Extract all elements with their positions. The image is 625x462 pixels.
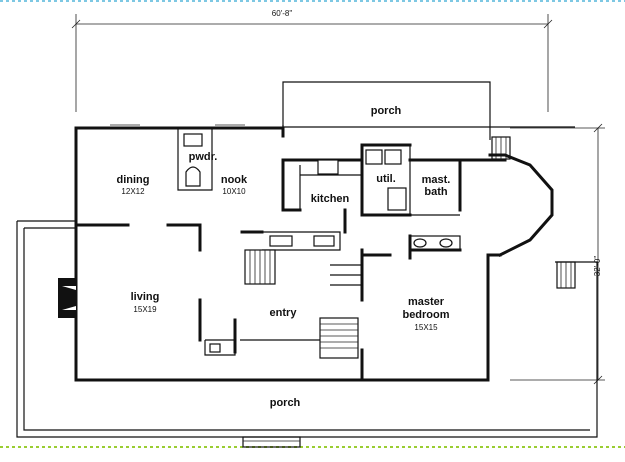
room-size-dining: 12X12 [121, 187, 145, 196]
room-label-master-bedroom: master bedroom [402, 296, 450, 321]
fireplace [58, 278, 76, 318]
room-size-living: 15X19 [133, 305, 157, 314]
room-label-entry: entry [269, 307, 297, 319]
room-label-porch-front: porch [269, 397, 301, 409]
room-label-porch-rear: porch [370, 105, 402, 117]
room-label-util: util. [376, 173, 396, 185]
room-label-mast-bath: mast. bath [421, 174, 451, 198]
room-size-nook: 10X10 [222, 187, 246, 196]
width-dimension-line [71, 14, 553, 112]
exterior-walls [74, 124, 554, 382]
overall-depth-label: 32'-0" [593, 255, 602, 277]
room-size-master-bedroom: 15X15 [414, 323, 438, 332]
room-label-pwdr: pwdr. [188, 151, 218, 163]
room-label-kitchen: kitchen [310, 193, 350, 205]
rear-porch [282, 81, 575, 140]
depth-dimension-line [510, 123, 605, 385]
overall-width-label: 60'-8" [271, 9, 293, 18]
room-label-living: living [130, 291, 160, 303]
room-label-nook: nook [220, 174, 248, 186]
room-label-dining: dining [116, 174, 150, 186]
front-porch [16, 220, 598, 448]
interior-walls [74, 128, 462, 382]
